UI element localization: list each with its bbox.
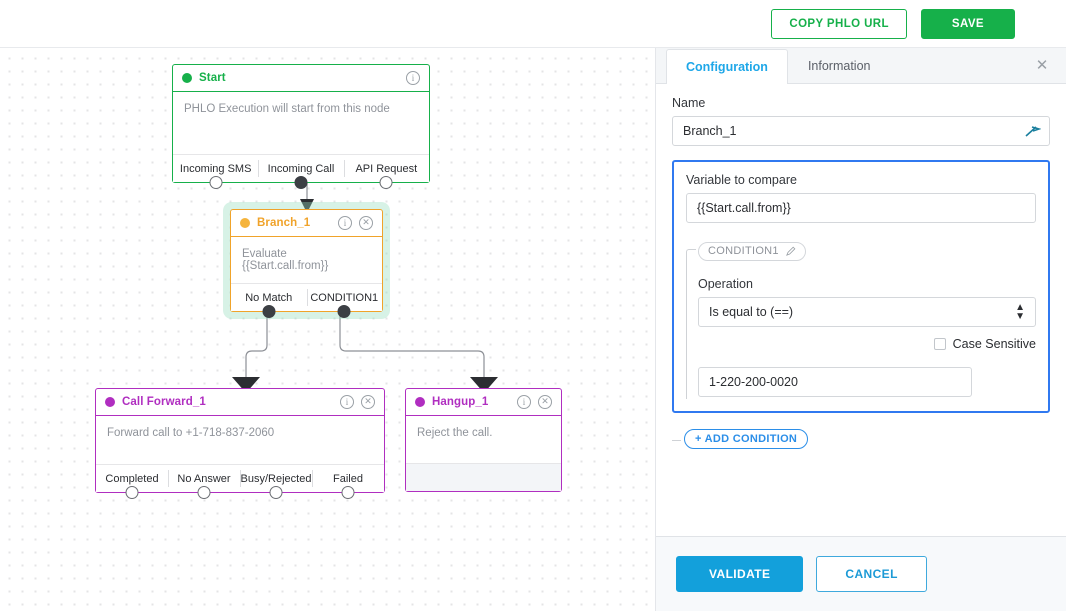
- status-dot: [105, 397, 115, 407]
- configuration-panel: Configuration Information ✕ Name Branch_…: [655, 48, 1066, 611]
- status-dot: [415, 397, 425, 407]
- tab-configuration[interactable]: Configuration: [666, 49, 788, 84]
- port-handle[interactable]: [269, 485, 283, 499]
- wand-icon[interactable]: [1023, 122, 1041, 140]
- name-value: Branch_1: [683, 124, 737, 138]
- operation-select[interactable]: Is equal to (==) ▲▼: [698, 296, 1036, 327]
- port-incoming-call[interactable]: Incoming Call: [258, 155, 343, 189]
- condition-chip[interactable]: CONDITION1: [698, 241, 806, 261]
- port-completed[interactable]: Completed: [96, 465, 168, 499]
- case-sensitive-label: Case Sensitive: [952, 336, 1036, 351]
- port-handle[interactable]: [197, 485, 211, 499]
- port-label: No Match: [245, 291, 293, 304]
- top-toolbar: COPY PHLO URL SAVE: [0, 0, 1066, 48]
- node-description: Evaluate {{Start.call.from}}: [242, 248, 329, 272]
- variable-value: {{Start.call.from}}: [697, 201, 791, 215]
- compare-value: 1-220-200-0020: [709, 374, 798, 389]
- save-button[interactable]: SAVE: [920, 8, 1015, 39]
- close-icon[interactable]: ✕: [1035, 57, 1049, 74]
- variable-label: Variable to compare: [686, 173, 797, 187]
- tab-information[interactable]: Information: [807, 59, 871, 73]
- condition-group: CONDITION1 Operation Is equal to (==) ▲▼…: [686, 241, 1036, 398]
- info-icon[interactable]: i: [406, 71, 420, 85]
- validate-button[interactable]: VALIDATE: [676, 556, 804, 592]
- cancel-button[interactable]: CANCEL: [816, 556, 927, 592]
- status-dot: [182, 73, 192, 83]
- case-sensitive-checkbox[interactable]: [933, 337, 946, 350]
- panel-body: Name Branch_1 Variable to compare {{Star…: [656, 84, 1066, 536]
- node-ports: Completed No Answer Busy/Rejected Failed: [96, 464, 384, 499]
- node-ports: No Match CONDITION1: [231, 283, 383, 318]
- variable-input[interactable]: {{Start.call.from}}: [686, 193, 1036, 223]
- info-icon[interactable]: i: [338, 216, 352, 230]
- flow-node-call-forward[interactable]: Call Forward_1 i ✕ Forward call to +1-71…: [95, 388, 385, 499]
- port-handle[interactable]: [379, 175, 393, 189]
- pencil-icon[interactable]: [785, 246, 796, 256]
- flow-canvas[interactable]: Start i PHLO Execution will start from t…: [0, 48, 655, 611]
- port-handle[interactable]: [294, 175, 308, 189]
- port-label: Busy/Rejected: [240, 472, 312, 485]
- port-handle[interactable]: [337, 304, 351, 318]
- port-api-request[interactable]: API Request: [343, 155, 429, 189]
- port-label: API Request: [355, 162, 418, 175]
- node-title: Hangup_1: [432, 396, 489, 408]
- port-failed[interactable]: Failed: [312, 465, 384, 499]
- condition-chip-label: CONDITION1: [708, 245, 779, 257]
- port-label: Failed: [333, 472, 363, 485]
- node-header: Branch_1 i ✕: [231, 210, 382, 237]
- status-dot: [240, 218, 250, 228]
- node-description: Forward call to +1-718-837-2060: [107, 427, 275, 439]
- panel-footer: VALIDATE CANCEL: [656, 536, 1066, 611]
- close-icon[interactable]: ✕: [361, 395, 375, 409]
- connector-branch-nomatch-to-callforward: [245, 315, 268, 378]
- info-icon[interactable]: i: [517, 395, 531, 409]
- add-condition-row: + ADD CONDITION: [672, 428, 1050, 449]
- port-label: Incoming Call: [267, 162, 335, 175]
- connector-branch-condition1-to-hangup: [339, 315, 485, 378]
- node-ports-empty: [406, 463, 561, 491]
- port-handle[interactable]: [125, 485, 139, 499]
- flow-node-hangup[interactable]: Hangup_1 i ✕ Reject the call.: [405, 388, 562, 492]
- info-icon[interactable]: i: [340, 395, 354, 409]
- node-title: Call Forward_1: [122, 396, 206, 408]
- chevron-updown-icon: ▲▼: [1015, 301, 1025, 322]
- node-title: Start: [199, 72, 226, 84]
- flow-node-branch[interactable]: Branch_1 i ✕ Evaluate {{Start.call.from}…: [230, 209, 383, 318]
- close-icon[interactable]: ✕: [538, 395, 552, 409]
- variable-compare-section: Variable to compare {{Start.call.from}} …: [672, 160, 1050, 413]
- port-handle[interactable]: [341, 485, 355, 499]
- node-header: Call Forward_1 i ✕: [96, 389, 384, 416]
- panel-tabstrip: Configuration Information ✕: [656, 48, 1066, 84]
- port-handle[interactable]: [262, 304, 276, 318]
- node-header: Start i: [173, 65, 429, 92]
- operation-label: Operation: [698, 276, 753, 291]
- compare-value-input[interactable]: 1-220-200-0020: [698, 366, 972, 397]
- node-description: Reject the call.: [417, 427, 493, 439]
- close-icon[interactable]: ✕: [359, 216, 373, 230]
- node-ports: Incoming SMS Incoming Call API Request: [173, 154, 429, 189]
- operation-value: Is equal to (==): [709, 304, 794, 319]
- name-field[interactable]: Branch_1: [672, 116, 1050, 146]
- node-title: Branch_1: [257, 217, 311, 229]
- node-header: Hangup_1 i ✕: [406, 389, 561, 416]
- port-label: CONDITION1: [310, 291, 379, 304]
- port-label: No Answer: [177, 472, 231, 485]
- copy-phlo-url-button[interactable]: COPY PHLO URL: [771, 8, 907, 39]
- port-no-answer[interactable]: No Answer: [168, 465, 240, 499]
- port-condition1[interactable]: CONDITION1: [306, 284, 383, 318]
- port-busy-rejected[interactable]: Busy/Rejected: [240, 465, 312, 499]
- node-description: PHLO Execution will start from this node: [184, 103, 390, 115]
- port-label: Incoming SMS: [179, 162, 252, 175]
- port-handle[interactable]: [209, 175, 223, 189]
- case-sensitive-row: Case Sensitive: [698, 337, 1036, 351]
- flow-node-start[interactable]: Start i PHLO Execution will start from t…: [172, 64, 430, 189]
- name-label: Name: [672, 96, 706, 110]
- port-label: Completed: [105, 472, 159, 485]
- port-incoming-sms[interactable]: Incoming SMS: [173, 155, 258, 189]
- port-no-match[interactable]: No Match: [231, 284, 307, 318]
- add-condition-button[interactable]: + ADD CONDITION: [684, 428, 809, 449]
